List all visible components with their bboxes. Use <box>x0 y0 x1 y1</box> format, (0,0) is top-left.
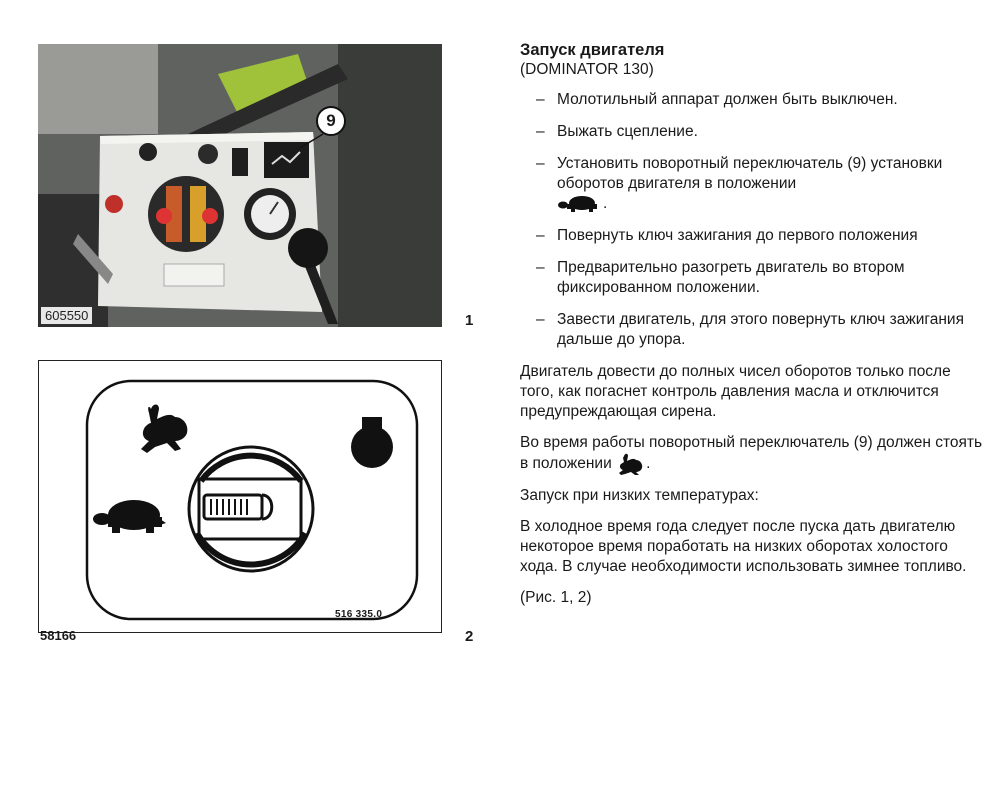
instruction-text: Запуск двигателя (DOMINATOR 130) Молотил… <box>520 40 985 619</box>
turtle-icon <box>93 500 166 533</box>
rabbit-icon <box>141 404 188 453</box>
diagram-code: 516 335.0 <box>335 609 383 620</box>
engine-symbol-icon <box>351 417 393 468</box>
rabbit-icon <box>619 453 643 475</box>
paragraph-switch-position: Во время работы поворотный переключатель… <box>520 433 985 475</box>
step-item: Установить поворотный переключатель (9) … <box>520 154 985 214</box>
figure-2-number: 2 <box>465 628 474 645</box>
figure-reference: (Рис. 1, 2) <box>520 589 592 606</box>
step-item: Завести двигатель, для этого повернуть к… <box>520 310 985 350</box>
figure-1-number: 1 <box>465 312 474 329</box>
section-title: Запуск двигателя <box>520 41 665 59</box>
step-item: Повернуть ключ зажигания до первого поло… <box>520 226 985 246</box>
section-subtitle: (DOMINATOR 130) <box>520 61 654 78</box>
rotary-switch-icon <box>187 445 315 573</box>
control-panel-illustration <box>38 44 442 327</box>
steps-list: Молотильный аппарат должен быть выключен… <box>520 90 985 350</box>
callout-9: 9 <box>316 106 346 136</box>
step-item: Предварительно разогреть двигатель во вт… <box>520 258 985 298</box>
step-item: Молотильный аппарат должен быть выключен… <box>520 90 985 110</box>
callout-leader-line <box>299 133 324 149</box>
paragraph-low-temp-heading: Запуск при низких температурах: <box>520 487 759 504</box>
control-panel-photo: 9 605550 <box>38 44 442 327</box>
switch-diagram: 516 335.0 <box>38 360 442 633</box>
turtle-icon <box>558 195 597 212</box>
switch-diagram-illustration <box>85 379 419 621</box>
paragraph-cold-weather: В холодное время года следует после пуск… <box>520 518 967 575</box>
step-item: Выжать сцепление. <box>520 122 985 142</box>
photo-id: 605550 <box>41 307 93 324</box>
paragraph-full-rpm: Двигатель довести до полных чисел оборот… <box>520 363 951 420</box>
figure-2-id: 58166 <box>40 628 77 643</box>
